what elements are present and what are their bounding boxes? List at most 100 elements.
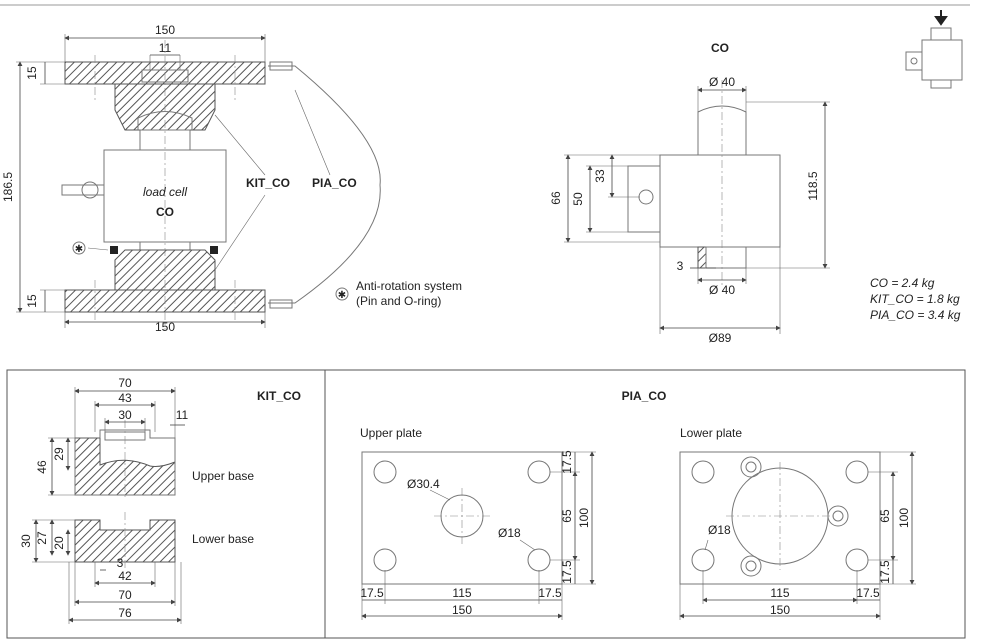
co-body [659,154,781,248]
dim-width-top: 150 [155,23,175,37]
o-ring-left [110,246,118,254]
lower-plate [679,451,881,585]
upper-hole-bl-icon [373,548,397,572]
co-connector-hole-icon [638,189,654,205]
lower-dim-center: 115 [770,586,789,600]
lower-pin-bottom-icon [740,555,762,577]
guard-bracket-bottom [269,299,293,309]
assembly-view: ✱ ✱ 150 150 11 15 15 186.5 load cell CO … [1,23,462,334]
kit-upper-base [74,437,176,496]
kit-dim-27: 27 [35,531,49,545]
kit-panel-title: KIT_CO [257,389,301,403]
co-dim-118: 118.5 [806,171,820,200]
co-view: CO Ø 40 Ø 40 Ø89 33 50 [549,41,830,345]
upper-hole-tr-icon [527,460,551,484]
kit-dim-30-lower: 30 [19,534,33,548]
upper-hole-tl-icon [373,460,397,484]
upper-dim-edge-bot: 17.5 [560,560,574,584]
kit-panel-frame [6,369,326,639]
dim-pin: 11 [159,41,172,55]
upper-dim-edge-top: 17.5 [560,450,574,474]
dim-plate-top: 15 [25,66,39,80]
weight-co: CO = 2.4 kg [870,276,935,290]
pia-panel: PIA_CO Upper plate Lower plate Ø30.4 Ø18… [360,389,916,620]
pia-panel-title: PIA_CO [622,389,667,403]
dim-plate-bottom: 15 [25,294,39,308]
lower-dim-total-h: 100 [897,508,911,528]
load-direction-icon [905,10,963,89]
lower-plate-title: Lower plate [680,426,742,440]
weights: CO = 2.4 kg KIT_CO = 1.8 kg PIA_CO = 3.4… [870,276,961,322]
guard-bracket-top [269,61,293,71]
kit-dim-46: 46 [35,460,49,474]
anti-rotation-sublabel: (Pin and O-ring) [356,294,441,308]
pia-panel-frame [324,369,966,639]
lower-dim-total-w: 150 [770,603,790,617]
co-label: CO [156,205,174,219]
kit-lower-label: Lower base [192,532,254,546]
lower-hole-bl-icon [691,548,715,572]
lower-dim-right: 17.5 [856,586,880,600]
kit-dim-70bot: 70 [118,588,132,602]
upper-dim-right: 17.5 [538,586,562,600]
lower-dim-mid: 65 [878,509,892,523]
upper-plate [361,451,563,585]
upper-hole-br-icon [527,548,551,572]
star-glyph-legend: ✱ [338,290,346,301]
co-dim-bottom-dia: Ø 40 [709,283,735,297]
upper-dim-hole: Ø30.4 [407,477,440,491]
kit-panel: KIT_CO Upper base Lower base 70 43 30 11… [19,376,301,624]
upper-dim-center: 115 [452,586,471,600]
pia-co-label: PIA_CO [312,176,357,190]
lower-dim-edge-bot: 17.5 [878,560,892,584]
co-view-title: CO [711,41,729,55]
kit-dim-11: 11 [176,408,189,422]
dim-width-bottom: 150 [155,320,175,334]
kit-dim-30: 30 [118,408,132,422]
kit-dim-70top: 70 [118,376,132,390]
lower-pin-top-icon [740,456,762,478]
upper-dim-left: 17.5 [360,586,384,600]
cable-gland-icon [81,181,99,199]
anti-rotation-legend-icon [335,287,349,301]
upper-dim-total-w: 150 [452,603,472,617]
lower-hole-tr-icon [845,460,869,484]
kit-upper-label: Upper base [192,469,254,483]
lower-dim-small: Ø18 [708,523,731,537]
co-dim-33: 33 [593,169,607,183]
o-ring-right [210,246,218,254]
co-connector [627,165,661,233]
anti-rotation-marker-icon [72,241,86,255]
pin [141,69,189,83]
lower-hole-br-icon [845,548,869,572]
upper-dim-total-h: 100 [577,508,591,528]
load-cell-label: load cell [143,185,187,199]
lower-hole-tl-icon [691,460,715,484]
co-dim-top-dia: Ø 40 [709,75,735,89]
weight-kit-co: KIT_CO = 1.8 kg [870,292,960,306]
kit-dim-43: 43 [118,391,132,405]
kit-dim-3: 3 [117,556,124,570]
kit-dim-20: 20 [52,536,66,550]
co-dim-body-dia: Ø89 [709,331,732,345]
pia-guard [268,65,381,304]
co-dim-50: 50 [571,192,585,206]
anti-rotation-label: Anti-rotation system [356,279,462,293]
weight-pia-co: PIA_CO = 3.4 kg [870,308,961,322]
kit-dim-42: 42 [118,569,132,583]
cable [61,184,105,196]
kit-dim-29: 29 [52,447,66,461]
upper-dim-mid: 65 [560,509,574,523]
star-glyph: ✱ [75,244,83,255]
co-dim-3: 3 [677,259,684,273]
co-dim-66: 66 [549,191,563,205]
upper-plate-title: Upper plate [360,426,422,440]
dim-height: 186.5 [1,172,15,202]
load-cell-top [139,129,191,151]
lower-pin-right-icon [827,505,849,527]
kit-co-label: KIT_CO [246,176,290,190]
kit-dim-76: 76 [118,606,132,620]
co-bottom [705,246,747,269]
upper-dim-small: Ø18 [498,526,521,540]
